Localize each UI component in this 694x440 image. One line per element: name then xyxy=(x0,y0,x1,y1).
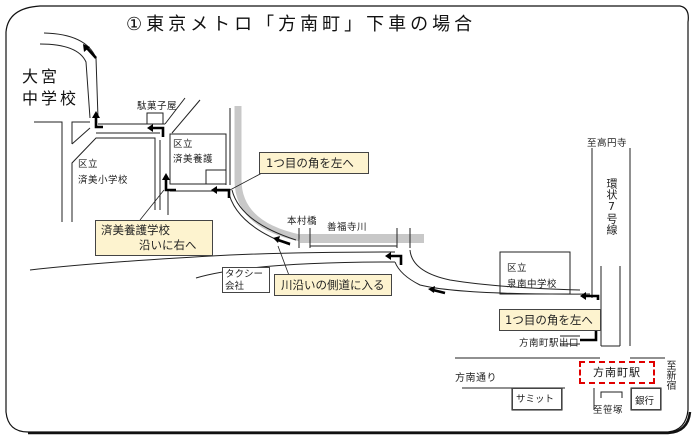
arrow-izuminan xyxy=(432,288,446,295)
arrow-exit-turn xyxy=(585,294,600,300)
bank-box: 銀行 xyxy=(631,388,661,410)
bank-label: 銀行 xyxy=(635,396,655,407)
station-exit-label: 方南町駅出口 xyxy=(519,338,580,349)
to-shinjuku-label: 至新宿 xyxy=(664,360,675,390)
omiya-school-label-1: 大宮 xyxy=(22,67,61,86)
honancho-station[interactable]: 方南町駅 xyxy=(579,361,655,384)
saibi-yogo-label-2: 済美養護 xyxy=(173,154,214,165)
zenpukuji-river-label: 善福寺川 xyxy=(327,222,368,233)
to-koenji-label: 至高円寺 xyxy=(587,138,628,149)
kanjo7-label: 環状7号線 xyxy=(605,178,618,235)
frame-shadow xyxy=(28,411,692,435)
arrow-bridge xyxy=(390,254,403,265)
izuminan-label-2: 泉南中学校 xyxy=(507,279,558,290)
callout-river-path: 川沿いの側道に入る xyxy=(274,274,392,296)
taxi-label-2: 会社 xyxy=(225,281,245,292)
arrow-river-path xyxy=(277,238,291,246)
omiya-school-label-2: 中学校 xyxy=(22,89,80,108)
arrow-omiya-up xyxy=(94,116,103,129)
callout-first-left-1: 1つ目の角を左へ xyxy=(259,152,369,174)
taxi-company-box: タクシー 会社 xyxy=(222,267,270,293)
page-title: ①東京メトロ「方南町」下車の場合 xyxy=(126,14,477,35)
river-segment xyxy=(300,234,424,243)
saibi-elem-label-2: 済美小学校 xyxy=(78,175,129,186)
callout-first-left-2: 1つ目の角を左へ xyxy=(499,309,601,331)
leader-lines xyxy=(139,172,291,279)
izuminan-label-1: 区立 xyxy=(507,263,528,274)
arrow-river-corner xyxy=(216,188,231,198)
summit-box: サミット xyxy=(512,388,562,410)
dagashiya-label: 駄菓子屋 xyxy=(137,101,178,112)
taxi-label-1: タクシー xyxy=(225,269,264,280)
route-arrows xyxy=(85,46,600,342)
arrow-yogo-up xyxy=(164,178,176,192)
arrow-dagashiya xyxy=(152,126,165,137)
honan-street-label: 方南通り xyxy=(455,373,497,384)
to-sasazuka-label: 至笹塚 xyxy=(593,405,624,416)
summit-label: サミット xyxy=(516,394,555,405)
callout-along-school-line2: 沿いに右へ xyxy=(139,238,197,252)
honmura-bridge-label: 本村橋 xyxy=(287,216,318,227)
saibi-elem-label-1: 区立 xyxy=(78,159,99,170)
callout-along-school-line1: 済美養護学校 xyxy=(101,223,170,237)
zenpukuji-river xyxy=(234,106,301,242)
arrow-heads xyxy=(83,44,586,300)
callout-along-school: 済美養護学校 沿いに右へ xyxy=(95,220,213,256)
saibi-yogo-label-1: 区立 xyxy=(173,139,194,150)
